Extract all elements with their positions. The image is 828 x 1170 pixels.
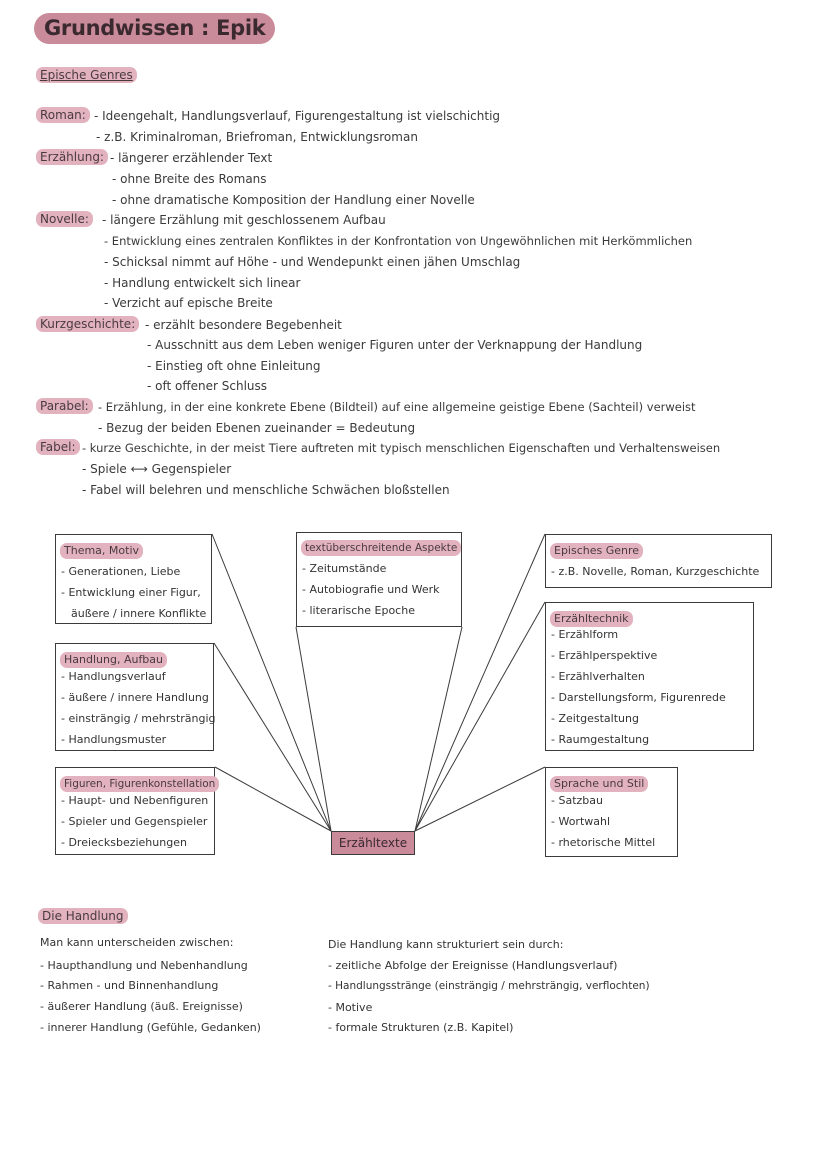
parabel-line: - Bezug der beiden Ebenen zueinander = B…	[98, 421, 416, 435]
box-item: - Autobiografie und Werk	[302, 583, 440, 596]
handlung-right-item: - Handlungsstränge (einsträngig / mehrst…	[328, 980, 650, 992]
handlung-right-item: - Motive	[328, 1001, 373, 1014]
fabel-line: - kurze Geschichte, in der meist Tiere a…	[82, 441, 721, 455]
handlung-right-item: - zeitliche Abfolge der Ereignisse (Hand…	[328, 959, 618, 972]
roman-label: Roman:	[36, 107, 90, 123]
box-title: Thema, Motiv	[60, 543, 144, 559]
box-item: - Darstellungsform, Figurenrede	[551, 691, 726, 704]
novelle-line: - Schicksal nimmt auf Höhe - und Wendepu…	[104, 255, 521, 269]
box-title: textüberschreitende Aspekte	[301, 540, 462, 556]
handlung-right-item: - formale Strukturen (z.B. Kapitel)	[328, 1021, 514, 1034]
box-item: - Handlungsverlauf	[61, 670, 166, 683]
kurzgeschichte-line: - Einstieg oft ohne Einleitung	[147, 359, 321, 373]
box-item: - Dreiecksbeziehungen	[61, 836, 187, 849]
parabel-label: Parabel:	[36, 398, 93, 414]
page-title: Grundwissen : Epik	[34, 13, 276, 44]
box-item: - Zeitgestaltung	[551, 712, 639, 725]
roman-line: - Ideengehalt, Handlungsverlauf, Figuren…	[94, 109, 501, 123]
novelle-line: - Handlung entwickelt sich linear	[104, 276, 301, 290]
kurzgeschichte-line: - oft offener Schluss	[147, 379, 268, 393]
box-item: - Erzählverhalten	[551, 670, 645, 683]
box-handlung: Handlung, Aufbau - Handlungsverlauf - äu…	[55, 643, 216, 751]
erzaehlung-line: - ohne Breite des Romans	[112, 172, 267, 186]
kurzgeschichte-label: Kurzgeschichte:	[36, 316, 140, 332]
box-item: - Handlungsmuster	[61, 733, 167, 746]
box-title: Figuren, Figurenkonstellation	[60, 776, 220, 792]
parabel-line: - Erzählung, in der eine konkrete Ebene …	[98, 400, 696, 414]
handlung-heading: Die Handlung	[38, 908, 128, 924]
diagram-center: Erzähltexte	[331, 831, 415, 855]
box-item: - literarische Epoche	[302, 604, 415, 617]
box-item: - Generationen, Liebe	[61, 565, 181, 578]
box-erzaehltechnik: Erzähltechnik - Erzählform - Erzählpersp…	[545, 602, 754, 751]
box-title: Sprache und Stil	[550, 776, 649, 792]
handlung-left-item: - innerer Handlung (Gefühle, Gedanken)	[40, 1021, 261, 1034]
fabel-label: Fabel:	[36, 439, 80, 455]
fabel-line: - Spiele ⟷ Gegenspieler	[82, 462, 232, 476]
box-item: - Erzählform	[551, 628, 619, 641]
handlung-left-item: - äußerer Handlung (äuß. Ereignisse)	[40, 1000, 243, 1013]
fabel-line: - Fabel will belehren und menschliche Sc…	[82, 483, 450, 497]
box-item: - Entwicklung einer Figur,	[61, 586, 201, 599]
box-item: - äußere / innere Handlung	[61, 691, 209, 704]
box-title: Handlung, Aufbau	[60, 652, 168, 668]
box-item: - Haupt- und Nebenfiguren	[61, 794, 209, 807]
handlung-left-intro: Man kann unterscheiden zwischen:	[40, 936, 234, 949]
box-item: - Zeitumstände	[302, 562, 387, 575]
box-title: Erzähltechnik	[550, 611, 633, 627]
erzaehlung-label: Erzählung:	[36, 149, 108, 165]
kurzgeschichte-line: - erzählt besondere Begebenheit	[145, 318, 342, 332]
genres-heading: Epische Genres	[36, 67, 137, 83]
handlung-right-intro: Die Handlung kann strukturiert sein durc…	[328, 938, 564, 951]
erzaehlung-line: - längerer erzählender Text	[110, 151, 273, 165]
box-item: - z.B. Novelle, Roman, Kurzgeschichte	[551, 565, 760, 578]
roman-line: - z.B. Kriminalroman, Briefroman, Entwic…	[96, 130, 418, 144]
box-item: - Spieler und Gegenspieler	[61, 815, 208, 828]
box-item: - Wortwahl	[551, 815, 611, 828]
box-item: - Erzählperspektive	[551, 649, 658, 662]
novelle-line: - Entwicklung eines zentralen Konfliktes…	[104, 234, 693, 248]
box-genre: Episches Genre - z.B. Novelle, Roman, Ku…	[545, 534, 772, 588]
box-sprache: Sprache und Stil - Satzbau - Wortwahl - …	[545, 767, 678, 857]
box-item: - Satzbau	[551, 794, 603, 807]
box-figuren: Figuren, Figurenkonstellation - Haupt- u…	[55, 767, 220, 855]
novelle-label: Novelle:	[36, 211, 93, 227]
box-item: - rhetorische Mittel	[551, 836, 656, 849]
box-thema: Thema, Motiv - Generationen, Liebe - Ent…	[55, 534, 212, 624]
novelle-line: - Verzicht auf epische Breite	[104, 296, 273, 310]
box-textueberschreitend: textüberschreitende Aspekte - Zeitumstän…	[296, 532, 462, 627]
box-item: - einsträngig / mehrsträngig	[61, 712, 216, 725]
kurzgeschichte-line: - Ausschnitt aus dem Leben weniger Figur…	[147, 338, 643, 352]
box-item: - Raumgestaltung	[551, 733, 650, 746]
box-title: Episches Genre	[550, 543, 644, 559]
handlung-left-item: - Rahmen - und Binnenhandlung	[40, 979, 219, 992]
novelle-line: - längere Erzählung mit geschlossenem Au…	[102, 213, 386, 227]
box-item: äußere / innere Konflikte	[71, 607, 207, 620]
erzaehlung-line: - ohne dramatische Komposition der Handl…	[112, 193, 475, 207]
handlung-left-item: - Haupthandlung und Nebenhandlung	[40, 959, 248, 972]
